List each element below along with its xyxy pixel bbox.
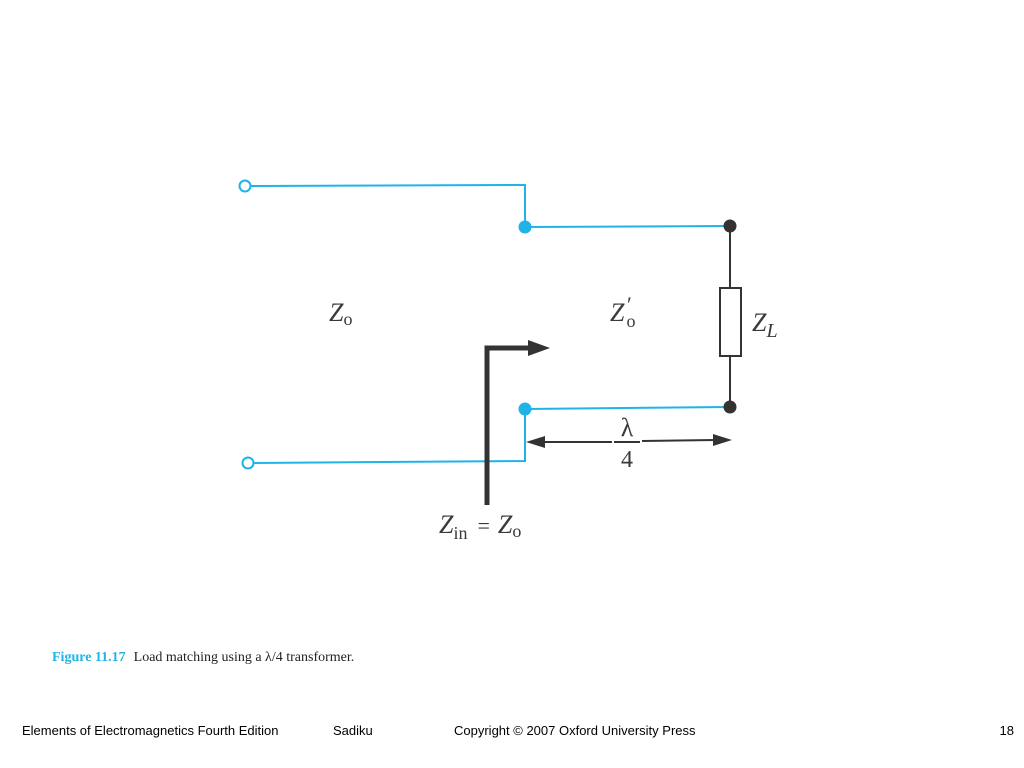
prime-mark: ′ — [627, 292, 632, 317]
z0-label: Zo — [329, 298, 352, 329]
load-node-top — [723, 219, 737, 233]
length-arrowhead-left — [526, 436, 545, 448]
zin-equation: Zin=Zo — [439, 510, 521, 543]
footer-copyright: Copyright © 2007 Oxford University Press — [454, 723, 696, 738]
lambda-numerator: λ — [621, 413, 634, 442]
caption-text: Load matching using a λ/4 transformer. — [133, 650, 355, 665]
footer-page-number: 18 — [999, 723, 1014, 738]
input-terminal-bottom — [241, 456, 255, 470]
lambda-denominator: 4 — [621, 447, 633, 473]
main-line-bottom-conductor — [247, 410, 526, 464]
junction-node-top — [518, 220, 532, 234]
transformer-bottom-conductor — [524, 406, 731, 410]
zl-label: ZL — [752, 308, 778, 342]
zin-pointer-line — [484, 345, 532, 505]
length-dimension-line-right — [641, 439, 716, 442]
figure-number: Figure 11.17 — [52, 650, 126, 665]
length-arrowhead-right — [713, 434, 732, 446]
figure-caption: Figure 11.17 Load matching using a λ/4 tr… — [52, 650, 354, 666]
footer-author: Sadiku — [333, 723, 373, 738]
load-node-bottom — [723, 400, 737, 414]
footer-book-title: Elements of Electromagnetics Fourth Edit… — [22, 723, 279, 738]
input-terminal-top — [238, 179, 252, 193]
transformer-top-conductor — [524, 225, 731, 228]
main-line-top-conductor — [244, 183, 526, 226]
zin-pointer-arrowhead — [528, 340, 550, 356]
junction-node-bottom — [518, 402, 532, 416]
load-resistor — [719, 287, 742, 357]
